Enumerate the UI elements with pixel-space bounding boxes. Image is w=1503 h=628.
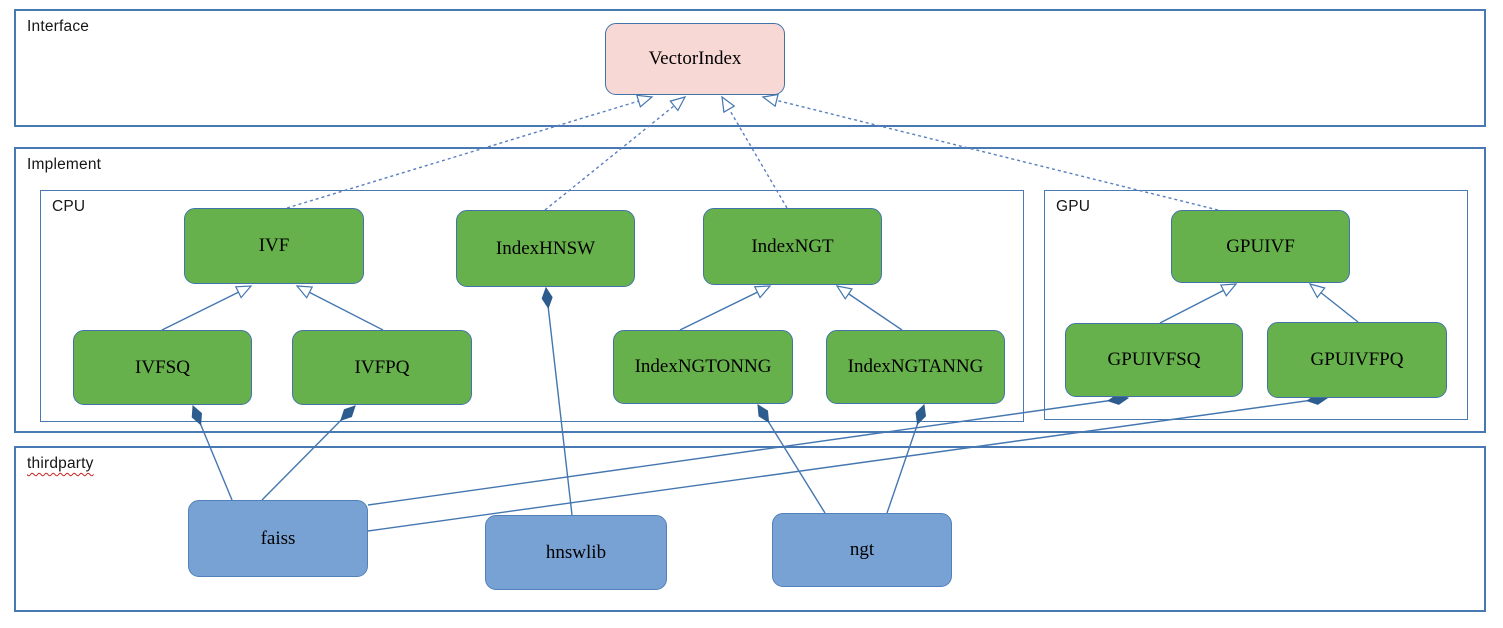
node-indexngt-label: IndexNGT bbox=[751, 235, 834, 257]
container-interface[interactable]: Interface bbox=[14, 9, 1486, 127]
container-implement[interactable]: Implement bbox=[14, 147, 1486, 433]
edge-composition-faiss-to-gpuivfpq[interactable] bbox=[367, 398, 1327, 532]
container-implement-label: Implement bbox=[27, 156, 102, 173]
node-ivf[interactable]: IVF bbox=[184, 208, 364, 284]
node-gpuivfpq[interactable]: GPUIVFPQ bbox=[1267, 322, 1447, 398]
container-gpu-label: GPU bbox=[1056, 198, 1091, 215]
node-faiss[interactable]: faiss bbox=[188, 500, 368, 577]
edge-realization-indexhnsw-to-vectorindex[interactable] bbox=[544, 96, 687, 211]
node-ivfsq[interactable]: IVFSQ bbox=[73, 330, 252, 405]
container-thirdparty-label: thirdparty bbox=[27, 455, 94, 472]
node-hnswlib-label: hnswlib bbox=[545, 541, 607, 563]
node-faiss-label: faiss bbox=[260, 527, 296, 549]
node-gpuivfpq-label: GPUIVFPQ bbox=[1310, 349, 1404, 370]
edge-generalization-indexngtanng-to-indexngt[interactable] bbox=[835, 285, 903, 331]
edge-generalization-gpuivfpq-to-gpuivf[interactable] bbox=[1308, 283, 1359, 323]
container-cpu[interactable]: CPU bbox=[40, 190, 1024, 422]
edge-composition-faiss-to-ivfpq[interactable] bbox=[261, 406, 355, 501]
container-gpu[interactable]: GPU bbox=[1044, 190, 1468, 420]
node-indexngtonng-label: IndexNGTONNG bbox=[634, 356, 772, 377]
node-gpuivfsq-label: GPUIVFSQ bbox=[1107, 349, 1201, 370]
node-ngt-label: ngt bbox=[849, 539, 875, 560]
node-hnswlib[interactable]: hnswlib bbox=[485, 515, 667, 590]
edge-composition-faiss-to-gpuivfsq[interactable] bbox=[367, 398, 1128, 506]
edge-generalization-indexngtonng-to-indexngt[interactable] bbox=[679, 285, 772, 331]
node-indexngt[interactable]: IndexNGT bbox=[703, 208, 882, 285]
edge-realization-ivf-to-vectorindex[interactable] bbox=[286, 94, 654, 209]
edge-generalization-ivfpq-to-ivf[interactable] bbox=[295, 285, 384, 331]
container-cpu-label: CPU bbox=[52, 198, 86, 215]
node-ivfpq-label: IVFPQ bbox=[354, 356, 410, 378]
node-vectorindex[interactable]: VectorIndex bbox=[605, 23, 785, 95]
node-gpuivf[interactable]: GPUIVF bbox=[1171, 210, 1350, 283]
container-interface-label: Interface bbox=[27, 18, 90, 35]
node-gpuivfsq[interactable]: GPUIVFSQ bbox=[1065, 323, 1243, 397]
node-ivfpq[interactable]: IVFPQ bbox=[292, 330, 472, 405]
edge-composition-hnswlib-to-indexhnsw[interactable] bbox=[546, 288, 573, 516]
edge-composition-ngt-to-indexngtanng[interactable] bbox=[886, 405, 924, 514]
node-ngt[interactable]: ngt bbox=[772, 513, 952, 587]
node-ivfsq-label: IVFSQ bbox=[135, 356, 190, 378]
container-thirdparty[interactable]: thirdparty bbox=[14, 446, 1486, 612]
node-indexhnsw[interactable]: IndexHNSW bbox=[456, 210, 635, 287]
node-vectorindex-label: VectorIndex bbox=[648, 48, 742, 69]
edge-realization-gpuivf-to-vectorindex[interactable] bbox=[761, 93, 1219, 211]
node-ivf-label: IVF bbox=[258, 235, 290, 256]
edge-composition-ngt-to-indexngtonng[interactable] bbox=[757, 405, 826, 514]
edge-realization-indexngt-to-vectorindex[interactable] bbox=[721, 95, 788, 209]
node-gpuivf-label: GPUIVF bbox=[1226, 235, 1295, 257]
node-indexngtanng-label: IndexNGTANNG bbox=[847, 356, 984, 377]
edge-generalization-ivfsq-to-ivf[interactable] bbox=[161, 285, 253, 331]
node-indexngtanng[interactable]: IndexNGTANNG bbox=[826, 330, 1005, 404]
edge-composition-faiss-to-ivfsq[interactable] bbox=[193, 406, 233, 501]
edge-generalization-gpuivfsq-to-gpuivf[interactable] bbox=[1159, 283, 1238, 324]
node-indexhnsw-label: IndexHNSW bbox=[495, 237, 596, 259]
node-indexngtonng[interactable]: IndexNGTONNG bbox=[613, 330, 793, 404]
